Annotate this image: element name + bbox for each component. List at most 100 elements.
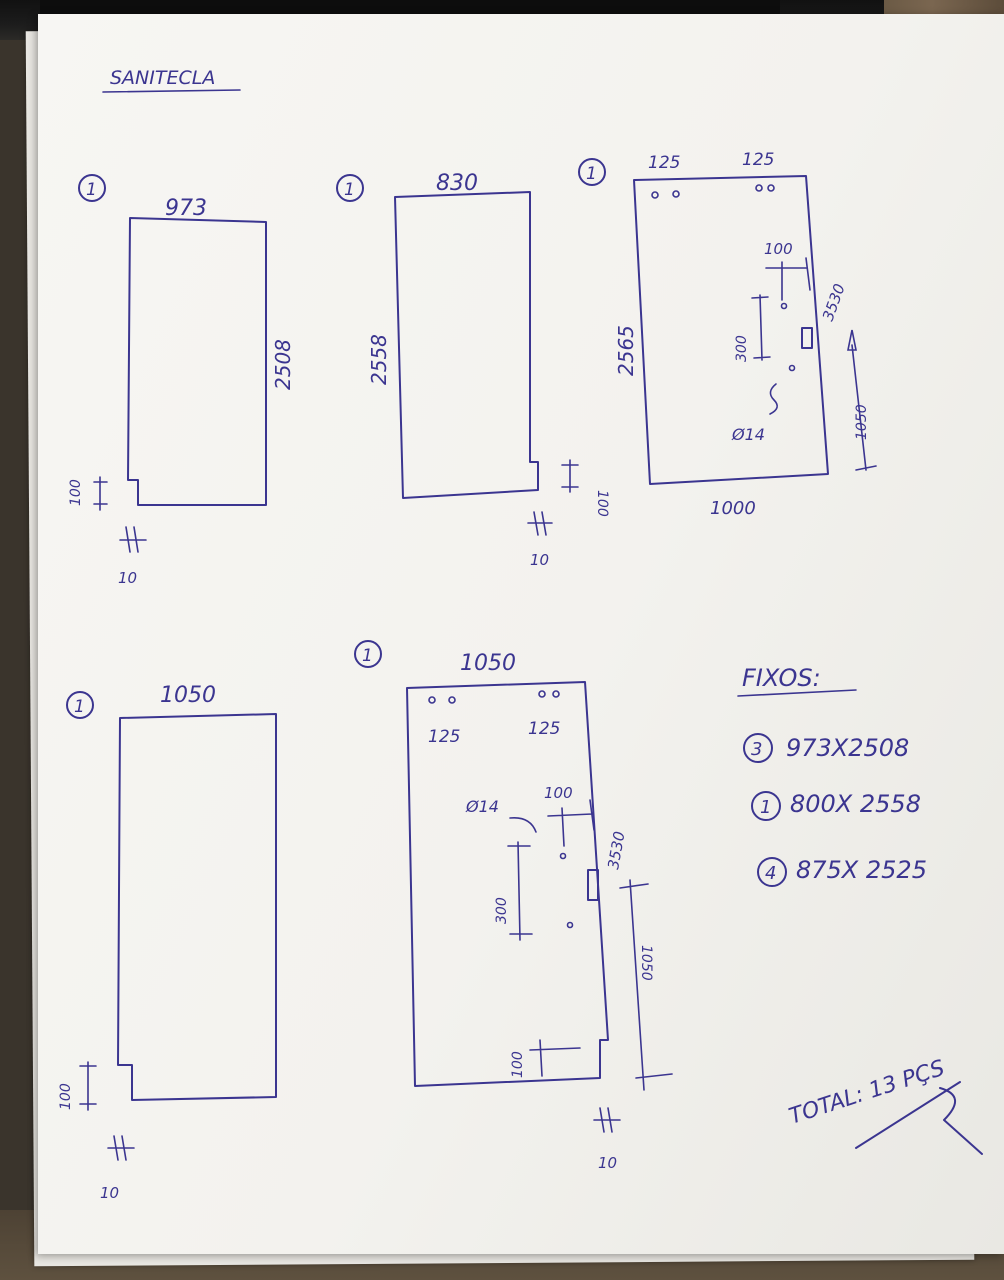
fixos-item-2-qty-circle — [751, 791, 781, 821]
total-block: TOTAL: 13 PÇS — [786, 1056, 983, 1155]
fixos-item-3-qty: 4 — [765, 863, 776, 884]
total: TOTAL: 13 PÇS — [786, 1056, 948, 1130]
panel-2-height: 2558 — [367, 334, 391, 385]
panel-5-qty-circle — [354, 640, 382, 668]
keyboard-edge — [40, 0, 780, 18]
fixos-item-2-text: 800X 2558 — [790, 790, 921, 818]
handwritten-sketch: SANITECLA 1 973 2508 100 10 1 830 2558 1… — [58, 67, 983, 1202]
panel-5-hinge-mark — [587, 869, 599, 901]
panel-5-notch-w-dim — [593, 1107, 621, 1133]
panel-5-notch-h-dim — [529, 1039, 581, 1077]
panel-1-notch-w-dim — [119, 526, 147, 553]
fixos-item-1-qty: 3 — [751, 739, 762, 760]
fixos-item-3-qty-circle — [757, 857, 787, 887]
panel-3-hole — [767, 184, 775, 192]
panel-1-outline — [127, 217, 267, 506]
panel-5-bottom-right: 125 — [528, 719, 560, 739]
panel-5-hinge: 3530 — [604, 830, 628, 871]
title: SANITECLA — [110, 67, 215, 89]
panel-5-bottom-left: 125 — [428, 727, 460, 747]
panel-5-outline — [406, 681, 609, 1087]
panel-1-height: 2508 — [271, 339, 295, 390]
panel-2-notch-h: 100 — [594, 490, 610, 517]
panel-2-qty: 1 — [344, 180, 355, 200]
panel-1-notch-h: 100 — [68, 479, 84, 506]
panel-3-handle-h: 1050 — [854, 404, 870, 440]
panel-5-spacing-dim — [507, 841, 533, 941]
panel-5-handle-dim — [619, 879, 673, 1091]
panel-3-outline — [633, 175, 829, 485]
panel-5-hole — [559, 852, 567, 860]
panel-5-hole — [428, 696, 436, 704]
fixos-item-2-qty: 1 — [760, 797, 771, 818]
panel-2-outline — [394, 191, 539, 499]
panel-2-qty-circle — [336, 174, 364, 202]
panel-2-notch-h-dim — [561, 459, 579, 493]
panel-1-width: 973 — [165, 196, 207, 221]
panel-5-hole-size: Ø14 — [465, 797, 499, 816]
fixos-underline — [737, 689, 857, 697]
panel-5-offset: 100 — [544, 784, 573, 802]
panel-4-notch-h: 100 — [58, 1083, 74, 1110]
fixos-item-1-qty-circle — [743, 733, 773, 763]
panel-5-hole — [538, 690, 546, 698]
panel-2-width: 830 — [436, 171, 478, 196]
panel-3-width: 1000 — [710, 498, 756, 519]
panel-5-notch-w: 10 — [598, 1154, 617, 1172]
panel-3-qty-circle — [578, 158, 606, 186]
panel-3-hole — [755, 184, 763, 192]
panel-1-qty-circle — [78, 174, 106, 202]
panel-3-hole — [672, 190, 680, 198]
panel-5: 1 1050 125 125 Ø14 100 300 3530 1050 100… — [354, 640, 673, 1172]
panel-3-handle-dim — [847, 329, 877, 471]
panel-1-notch-w: 10 — [118, 569, 137, 587]
panel-1: 1 973 2508 100 10 — [68, 174, 295, 587]
panel-1-notch-h-dim — [93, 476, 108, 511]
panel-5-qty: 1 — [362, 646, 373, 666]
panel-3-hinge-mark — [801, 327, 813, 349]
panel-5-hole-leader — [509, 816, 537, 833]
panel-4-notch-w: 10 — [100, 1184, 119, 1202]
panel-5-notch-h: 100 — [510, 1051, 526, 1078]
panel-5-hole — [552, 690, 560, 698]
panel-3-top-left: 125 — [648, 153, 680, 173]
panel-4-width: 1050 — [160, 683, 216, 708]
panel-3-offset: 100 — [764, 240, 793, 258]
panel-2-notch-w: 10 — [530, 551, 549, 569]
panel-5-hole — [448, 696, 456, 704]
panel-4-notch-h-dim — [79, 1061, 97, 1111]
panel-3-hole — [788, 364, 796, 372]
panel-3-hole — [651, 191, 659, 199]
panel-3-spacing: 300 — [734, 335, 750, 362]
fixos-item-1-text: 973X2508 — [786, 734, 909, 762]
fixos-list: FIXOS: 3 973X2508 1 800X 2558 4 875X 252… — [737, 664, 927, 887]
panel-3-hinge: 3530 — [819, 281, 849, 323]
panel-3-hole-size: Ø14 — [731, 425, 765, 444]
panel-4-qty: 1 — [74, 697, 85, 717]
total-signature-mark — [855, 1081, 983, 1155]
panel-4-outline — [117, 713, 277, 1101]
panel-1-qty: 1 — [86, 180, 97, 200]
panel-3-top-right: 125 — [742, 150, 774, 170]
panel-5-spacing: 300 — [494, 897, 510, 924]
panel-3-height: 2565 — [614, 325, 638, 376]
panel-3: 1 125 125 2565 1000 100 300 3530 Ø14 105… — [578, 150, 877, 519]
panel-3-spacing-dim — [751, 294, 771, 361]
panel-4-qty-circle — [66, 691, 94, 719]
panel-3-hole — [780, 302, 788, 310]
panel-3-qty: 1 — [586, 164, 597, 184]
panel-4-notch-w-dim — [107, 1135, 135, 1161]
panel-5-handle-h: 1050 — [638, 945, 654, 981]
fixos-item-3-text: 875X 2525 — [796, 856, 927, 884]
panel-3-hole-leader — [769, 383, 778, 415]
panel-4: 1 1050 100 10 — [58, 683, 277, 1202]
panel-5-offset-dim — [547, 799, 595, 847]
panel-5-width: 1050 — [460, 651, 516, 676]
panel-2-notch-w-dim — [527, 511, 553, 536]
panel-5-hole — [566, 921, 574, 929]
paper-sheet: SANITECLA 1 973 2508 100 10 1 830 2558 1… — [38, 14, 1004, 1254]
panel-3-offset-dim — [765, 257, 811, 301]
panel-2: 1 830 2558 100 10 — [336, 171, 610, 569]
fixos-label: FIXOS: — [742, 664, 821, 692]
title-underline — [102, 89, 241, 93]
